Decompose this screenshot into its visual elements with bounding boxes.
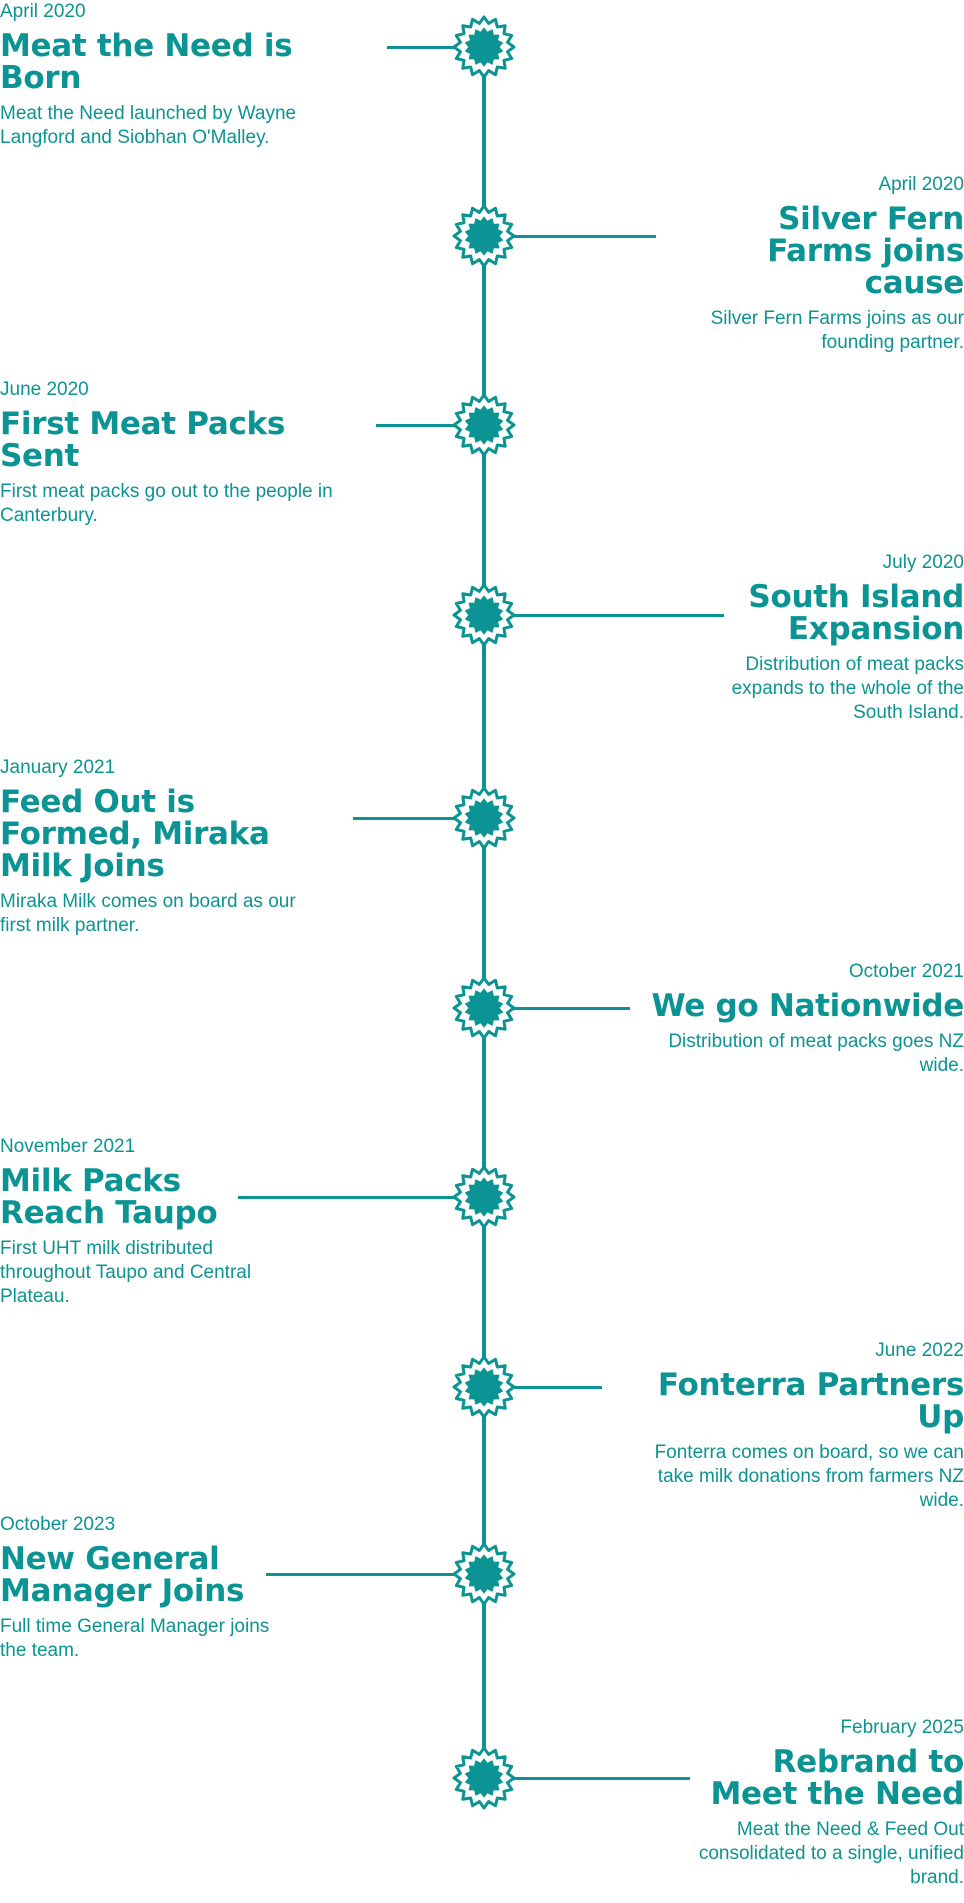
timeline-entry: October 2021 We go Nationwide Distributi…	[634, 960, 964, 1078]
timeline-axis-line	[482, 45, 486, 1780]
timeline-connector	[376, 424, 457, 427]
timeline-entry: June 2022 Fonterra Partners Up Fonterra …	[624, 1339, 964, 1513]
event-date: April 2020	[0, 1, 86, 22]
timeline-entry: April 2020 Meat the Need is Born Meat th…	[0, 0, 360, 150]
event-date: January 2021	[0, 757, 116, 778]
event-date: June 2022	[875, 1340, 964, 1361]
timeline-entry: January 2021 Feed Out is Formed, Miraka …	[0, 756, 320, 938]
event-date: June 2020	[0, 379, 89, 400]
event-title: Silver Fern Farms joins cause	[767, 201, 964, 301]
timeline-node-icon	[451, 203, 517, 269]
event-title: Milk Packs Reach Taupo	[0, 1163, 218, 1231]
event-date: October 2021	[848, 961, 964, 982]
event-description: First UHT milk distributed throughout Ta…	[0, 1238, 252, 1307]
timeline-node-icon	[451, 975, 517, 1041]
event-description: First meat packs go out to the people in…	[0, 481, 333, 526]
event-title: New General Manager Joins	[0, 1541, 245, 1609]
event-description: Meat the Need launched by Wayne Langford…	[0, 103, 297, 148]
timeline-connector	[266, 1573, 457, 1576]
timeline-node-icon	[451, 14, 517, 80]
event-description: Miraka Milk comes on board as our first …	[0, 891, 296, 936]
timeline-connector	[510, 1386, 602, 1389]
timeline-node-icon	[451, 1354, 517, 1420]
timeline-connector	[387, 46, 457, 49]
event-date: February 2025	[840, 1717, 964, 1738]
event-title: Feed Out is Formed, Miraka Milk Joins	[0, 784, 270, 884]
event-description: Full time General Manager joins the team…	[0, 1616, 270, 1661]
timeline-node-icon	[451, 1541, 517, 1607]
event-description: Distribution of meat packs expands to th…	[731, 654, 964, 723]
timeline-node-icon	[451, 785, 517, 851]
event-description: Silver Fern Farms joins as our founding …	[710, 308, 964, 353]
timeline-connector	[353, 817, 457, 820]
event-title: South Island Expansion	[748, 579, 964, 647]
event-description: Distribution of meat packs goes NZ wide.	[668, 1031, 964, 1076]
event-date: November 2021	[0, 1136, 136, 1157]
timeline-connector	[510, 235, 656, 238]
timeline-entry: February 2025 Rebrand to Meet the Need M…	[694, 1716, 964, 1890]
timeline-entry: July 2020 South Island Expansion Distrib…	[694, 551, 964, 725]
timeline-connector	[510, 1777, 690, 1780]
event-title: We go Nationwide	[651, 988, 964, 1024]
event-date: October 2023	[0, 1514, 116, 1535]
event-title: Fonterra Partners Up	[657, 1367, 964, 1435]
event-date: July 2020	[882, 552, 964, 573]
event-title: Meat the Need is Born	[0, 28, 293, 96]
timeline-connector	[510, 1007, 630, 1010]
event-title: Rebrand to Meet the Need	[710, 1744, 964, 1812]
timeline-connector	[238, 1196, 457, 1199]
timeline-node-icon	[451, 582, 517, 648]
event-description: Meat the Need & Feed Out consolidated to…	[698, 1819, 964, 1888]
timeline-node-icon	[451, 1164, 517, 1230]
timeline-entry: April 2020 Silver Fern Farms joins cause…	[664, 173, 964, 355]
timeline-node-icon	[451, 1745, 517, 1811]
timeline-node-icon	[451, 392, 517, 458]
timeline-entry: October 2023 New General Manager Joins F…	[0, 1513, 300, 1663]
event-date: April 2020	[878, 174, 964, 195]
timeline-entry: June 2020 First Meat Packs Sent First me…	[0, 378, 340, 528]
event-title: First Meat Packs Sent	[0, 406, 286, 474]
timeline-connector	[510, 614, 724, 617]
event-description: Fonterra comes on board, so we can take …	[654, 1442, 964, 1511]
timeline-entry: November 2021 Milk Packs Reach Taupo Fir…	[0, 1135, 275, 1309]
